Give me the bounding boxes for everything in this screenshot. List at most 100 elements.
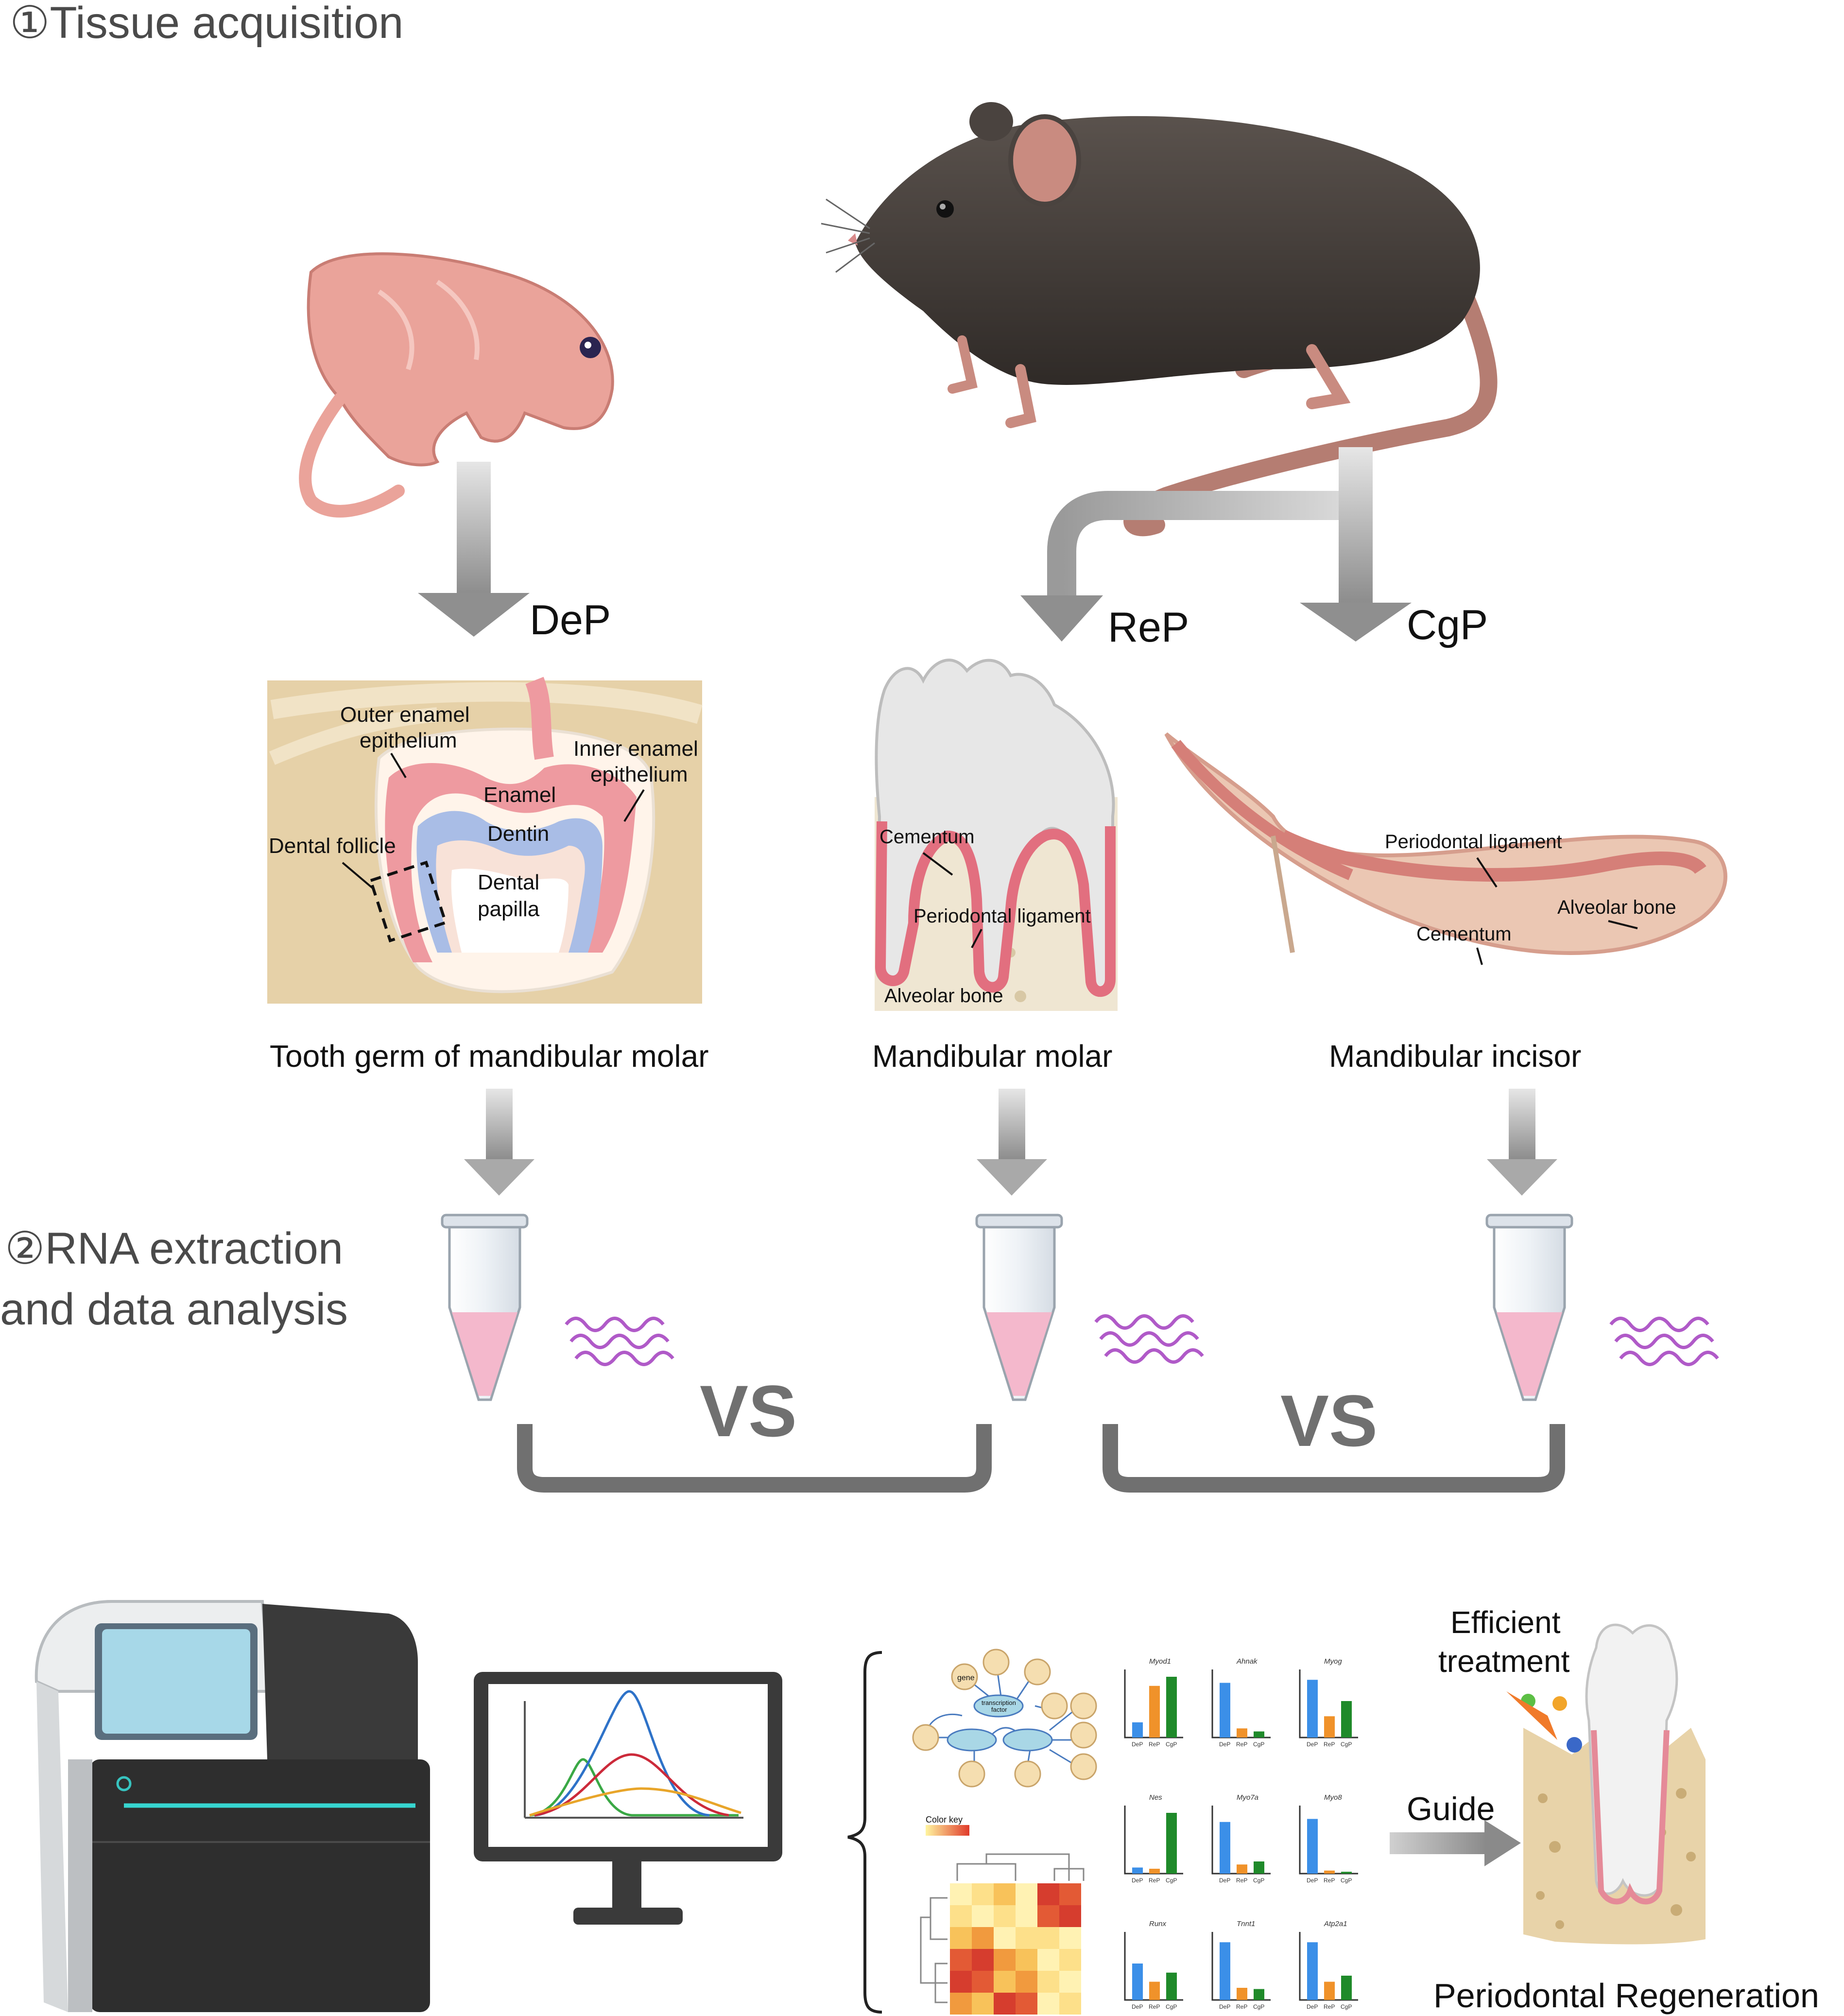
bar-group-label: CgP xyxy=(1253,1877,1264,1884)
bar xyxy=(1324,1716,1335,1738)
bar-panel-title: Myo7a xyxy=(1237,1793,1258,1802)
heatmap-grid xyxy=(950,1883,1081,2015)
incisor-label-cementum: Cementum xyxy=(1416,923,1512,945)
network-node-tf-2: factor xyxy=(991,1706,1007,1713)
bar-panel-axis xyxy=(1299,1669,1358,1738)
incisor-pointer-pdl xyxy=(1476,857,1498,888)
bar-group-label: CgP xyxy=(1341,1741,1352,1748)
caption-tooth-germ: Tooth germ of mandibular molar xyxy=(270,1039,709,1074)
bar-group-label: DeP xyxy=(1219,1877,1230,1884)
bar-panel-title: Myod1 xyxy=(1149,1657,1171,1666)
germ-label-inner-enamel-1: Inner enamel xyxy=(573,737,698,761)
neonatal-mouse-pup xyxy=(299,252,614,518)
bar xyxy=(1307,1819,1318,1874)
bar-panel-title: Myo8 xyxy=(1324,1793,1342,1802)
vs-label-1: VS xyxy=(700,1370,797,1452)
bar-group-label: DeP xyxy=(1219,1741,1230,1748)
heatmap-cell xyxy=(972,1949,994,1971)
bar-group-label: ReP xyxy=(1324,1741,1335,1748)
bar xyxy=(1237,1864,1247,1874)
bar-panel-axis xyxy=(1211,1669,1271,1738)
heatmap-cell xyxy=(1059,1905,1081,1927)
bar-panel-title: Tnnt1 xyxy=(1237,1920,1255,1928)
germ-pointer-outer-enamel xyxy=(390,752,407,779)
bar-group-label: CgP xyxy=(1166,1877,1177,1884)
regenerated-tooth-illustration xyxy=(1506,1623,1706,1945)
bar xyxy=(1132,1867,1143,1874)
molar-pointer-cementum xyxy=(922,852,953,876)
heatmap-cell xyxy=(1037,1971,1059,1993)
bar xyxy=(1166,1677,1177,1738)
heatmap-cell xyxy=(1037,1927,1059,1949)
germ-label-enamel: Enamel xyxy=(483,783,556,807)
bar-panel-axis xyxy=(1124,1932,1183,2001)
arrow-mouse-to-cgp xyxy=(1300,447,1412,642)
bar-group-label: ReP xyxy=(1236,1741,1247,1748)
bar-group-label: DeP xyxy=(1307,1877,1318,1884)
bar xyxy=(1237,1728,1247,1738)
heatmap-cell xyxy=(1059,1883,1081,1905)
heatmap-cell xyxy=(972,1971,994,1993)
bracket-rep-cgp xyxy=(1103,1424,1565,1493)
bar-group-label: DeP xyxy=(1132,2003,1143,2010)
heatmap-cell xyxy=(950,1883,972,1905)
heatmap-color-key: Color key xyxy=(926,1815,963,1825)
heatmap-cell xyxy=(950,1971,972,1993)
bar-panel-title: Atp2a1 xyxy=(1324,1920,1347,1928)
heatmap-cell xyxy=(972,1883,994,1905)
heatmap-cell xyxy=(972,1927,994,1949)
bar xyxy=(1132,1964,1143,2000)
guide-arrow xyxy=(1390,1820,1521,1866)
incisor-illustration xyxy=(1164,732,1727,955)
bar-group-label: DeP xyxy=(1132,1741,1143,1748)
bar-group-label: ReP xyxy=(1324,2003,1335,2010)
heatmap-cell xyxy=(1016,1905,1037,1927)
bar xyxy=(1149,1686,1160,1738)
heatmap-cell xyxy=(972,1905,994,1927)
tube-rep xyxy=(975,1214,1063,1401)
heatmap-cell xyxy=(994,1993,1016,2015)
section-title-tissue: ①Tissue acquisition xyxy=(10,0,403,48)
bar xyxy=(1341,1701,1352,1738)
efficient-treatment-1: Efficient xyxy=(1450,1605,1561,1640)
heatmap-cell xyxy=(1037,1905,1059,1927)
bar-panel-title: Ahnak xyxy=(1236,1657,1258,1666)
rna-waves-cgp xyxy=(1609,1317,1719,1366)
bar-group-label: ReP xyxy=(1236,2003,1247,2010)
bar xyxy=(1254,1989,1264,2000)
arrow-pup-to-germ xyxy=(418,462,530,637)
bar-group-label: DeP xyxy=(1307,1741,1318,1748)
bar xyxy=(1220,1683,1230,1738)
heatmap-cell xyxy=(1059,1949,1081,1971)
bar xyxy=(1220,1942,1230,2000)
monitor-icon xyxy=(474,1672,782,1925)
efficient-treatment-2: treatment xyxy=(1438,1644,1570,1679)
label-dep: DeP xyxy=(530,597,611,643)
bar xyxy=(1341,1976,1352,2000)
bar xyxy=(1166,1972,1177,2000)
heatmap-cell xyxy=(950,1927,972,1949)
heatmap-cell xyxy=(1059,1927,1081,1949)
germ-label-outer-enamel-1: Outer enamel xyxy=(340,703,470,727)
bar-panel-title: Myog xyxy=(1324,1657,1342,1666)
heatmap-cell xyxy=(950,1949,972,1971)
heatmap-cell xyxy=(1016,1949,1037,1971)
guide-label: Guide xyxy=(1407,1790,1495,1827)
bar-group-label: DeP xyxy=(1219,2003,1230,2010)
bar-group-label: CgP xyxy=(1341,1877,1352,1884)
heatmap-cell xyxy=(1016,1993,1037,2015)
bar-group-label: CgP xyxy=(1166,2003,1177,2010)
molar-label-cementum: Cementum xyxy=(879,826,975,848)
bar xyxy=(1220,1822,1230,1874)
arrow-germ-to-tube xyxy=(464,1089,534,1196)
bar-panel-title: Nes xyxy=(1149,1793,1162,1802)
